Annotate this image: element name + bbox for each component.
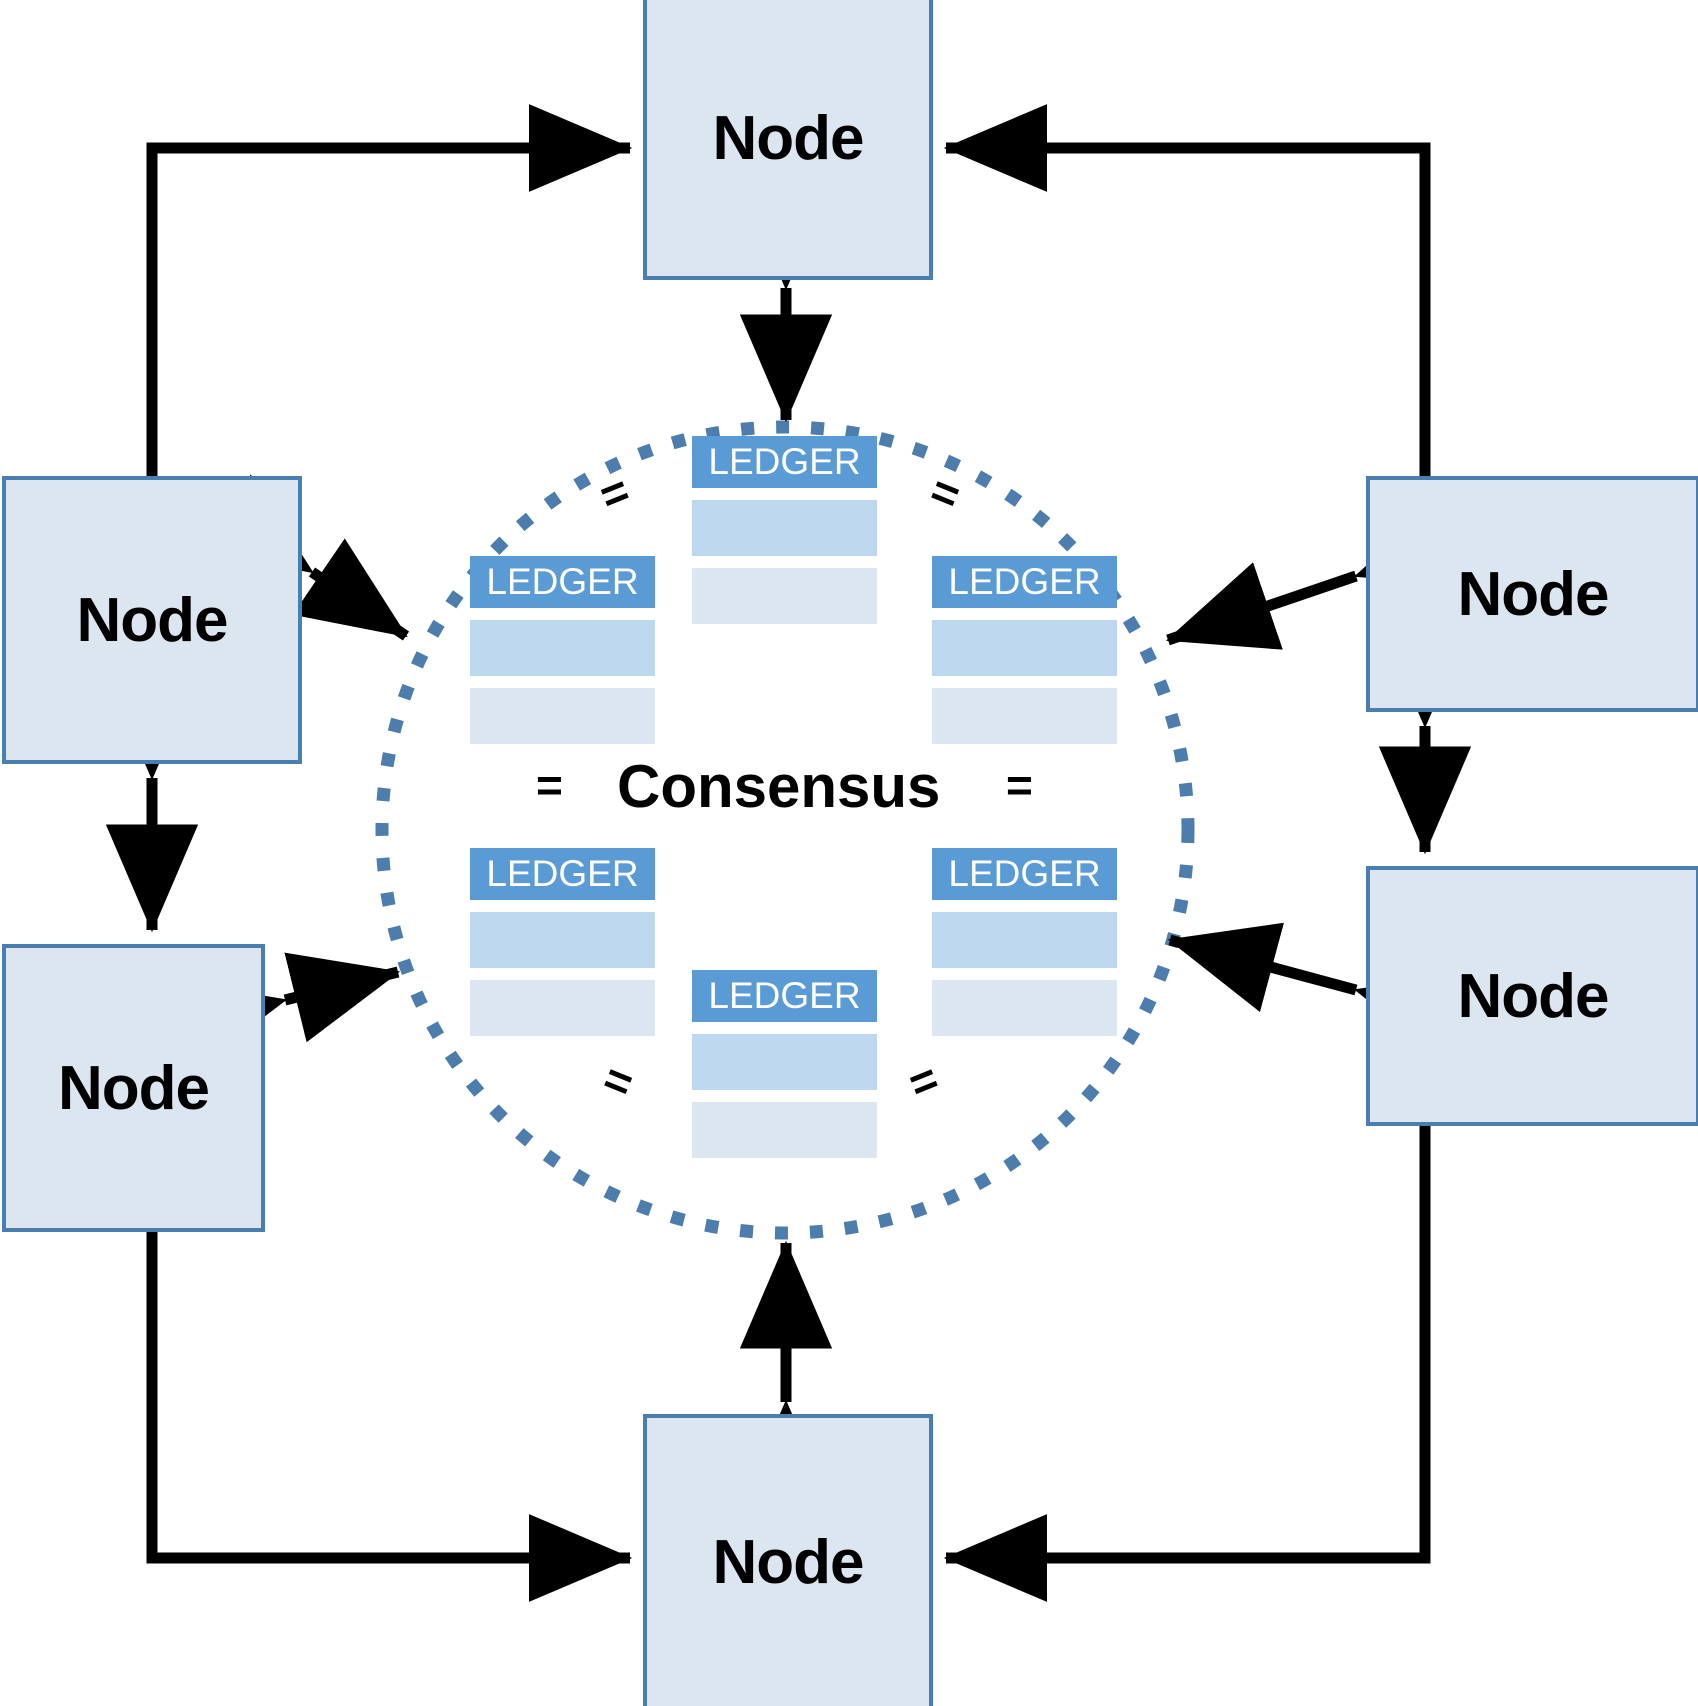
node-box-top[interactable]: Node [643,0,933,280]
ledger-row [692,1034,877,1090]
ledger-top[interactable]: LEDGER [692,436,877,624]
ledger-row [932,688,1117,744]
ledger-row [932,980,1117,1036]
equals-icon-mid-left: = [536,759,563,811]
ledger-right-upper[interactable]: LEDGER [932,556,1117,744]
arrow-leftupper-to-top [146,104,633,476]
node-label: Node [712,103,865,173]
arrow-rightlower-to-bottom [943,1126,1431,1602]
ledger-row [470,620,655,676]
node-label: Node [1457,559,1610,629]
node-box-left-lower[interactable]: Node [2,944,265,1232]
ledger-left-upper[interactable]: LEDGER [470,556,655,744]
arrow-leftlower-to-consensus [171,952,401,1071]
ledger-row [932,620,1117,676]
ledger-header-label: LEDGER [470,848,655,900]
arrow-leftlower-to-bottom [146,1232,633,1602]
consensus-label: Consensus [617,753,941,820]
node-box-bottom[interactable]: Node [643,1414,933,1706]
ledger-bottom[interactable]: LEDGER [692,970,877,1158]
arrow-leftupper-to-consensus [198,474,410,641]
ledger-right-lower[interactable]: LEDGER [932,848,1117,1036]
node-label: Node [712,1527,865,1597]
ledger-header-label: LEDGER [692,436,877,488]
node-box-right-upper[interactable]: Node [1366,476,1698,712]
ledger-row [470,912,655,968]
ledger-header-label: LEDGER [932,848,1117,900]
node-label: Node [58,1053,210,1123]
ledger-header-label: LEDGER [470,556,655,608]
node-label: Node [1457,961,1610,1031]
arrow-rightupper-to-consensus [1165,498,1471,650]
ledger-header-label: LEDGER [692,970,877,1022]
node-box-right-lower[interactable]: Node [1366,866,1698,1126]
ledger-row [470,688,655,744]
arrow-rightupper-to-top [943,104,1431,476]
ledger-row [692,568,877,624]
consensus-circle [375,420,1195,1240]
ledger-row [692,1102,877,1158]
ledger-left-lower[interactable]: LEDGER [470,848,655,1036]
ledger-row [932,912,1117,968]
ledger-row [692,500,877,556]
arrow-rightlower-to-consensus [1167,922,1470,1063]
node-box-left-upper[interactable]: Node [2,476,302,764]
ledger-row [470,980,655,1036]
ledger-header-label: LEDGER [932,556,1117,608]
equals-icon-mid-right: = [1006,759,1033,811]
node-label: Node [76,585,229,655]
